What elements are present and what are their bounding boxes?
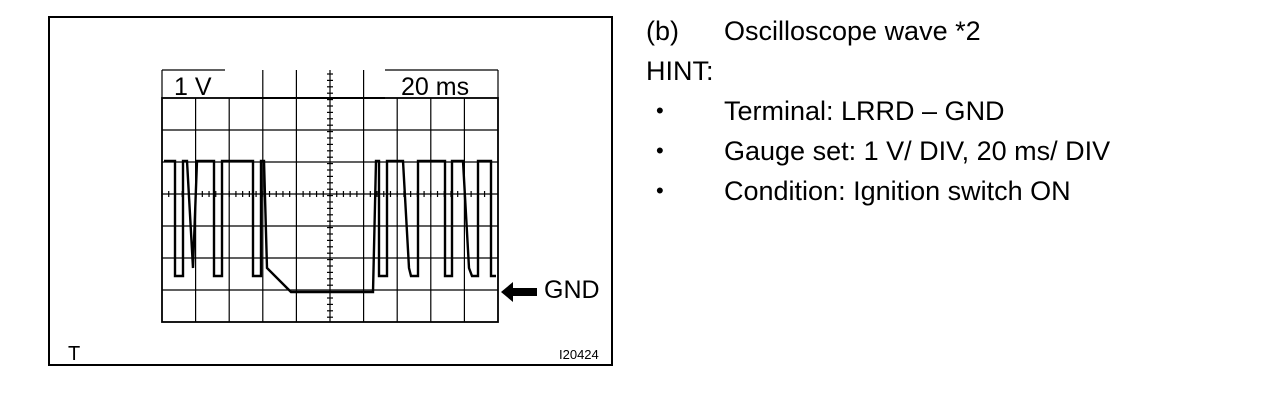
gnd-label: GND xyxy=(544,276,600,304)
oscilloscope-figure: 1 V 20 ms GND T I20424 xyxy=(48,16,613,366)
figure-corner-label: T xyxy=(68,343,81,365)
volt-scale-label: 1 V xyxy=(174,73,212,101)
bullet-icon: • xyxy=(656,98,664,123)
section-prefix: (b) xyxy=(646,16,679,46)
hint-label: HINT: xyxy=(646,56,714,86)
section-heading: (b) Oscilloscope wave *2 xyxy=(646,16,981,46)
bullet-icon: • xyxy=(656,138,664,163)
section-title: Oscilloscope wave *2 xyxy=(724,16,981,46)
hint-item-text: Gauge set: 1 V/ DIV, 20 ms/ DIV xyxy=(724,136,1111,166)
figure-id: I20424 xyxy=(559,347,599,362)
scope-grid xyxy=(161,69,499,323)
bullet-icon: • xyxy=(656,178,664,203)
waveform-trace xyxy=(164,159,496,294)
hint-item-text: Terminal: LRRD – GND xyxy=(724,96,1005,126)
hint-item-text: Condition: Ignition switch ON xyxy=(724,176,1071,206)
time-scale-label: 20 ms xyxy=(401,73,470,101)
oscilloscope-screen xyxy=(161,69,499,323)
left-arrow-icon xyxy=(501,282,537,302)
